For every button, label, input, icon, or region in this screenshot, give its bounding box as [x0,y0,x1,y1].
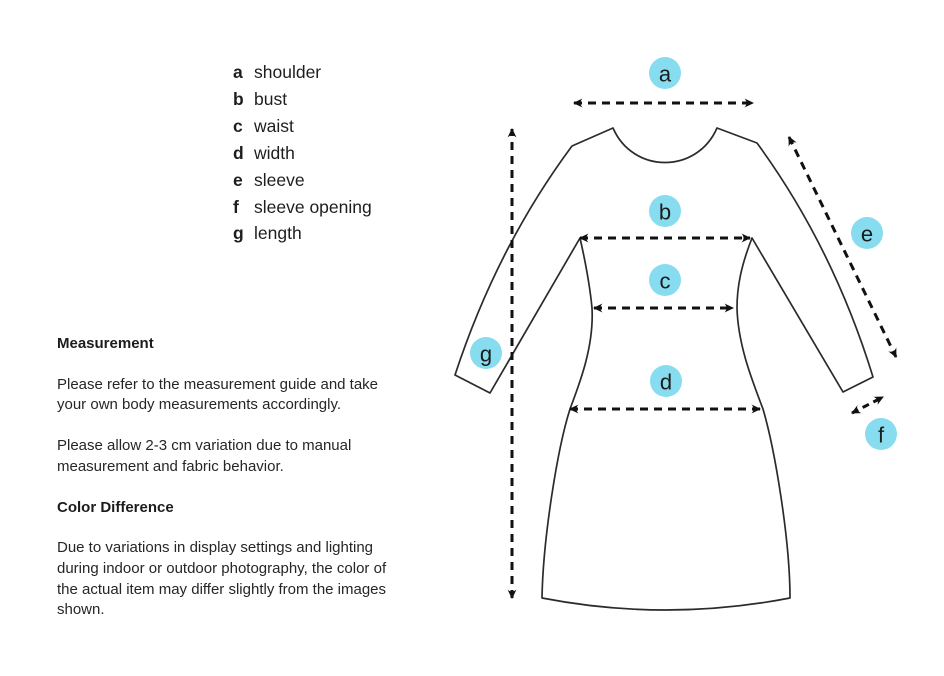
marker-letter: e [861,222,873,247]
marker-circle [649,57,681,89]
marker-circle [470,337,502,369]
dress-diagram: a b c d e f g [454,57,898,611]
info-text-block: Measurement Please refer to the measurem… [57,334,401,641]
marker-circle [649,195,681,227]
arrow-sleeve-e [787,136,898,358]
legend-item: a shoulder [233,59,372,86]
legend-label: width [254,142,295,163]
marker-badge-c: c [649,264,681,296]
marker-badge-a: a [649,57,681,89]
marker-circle [865,418,897,450]
legend-key: g [233,223,244,244]
marker-circle [650,365,682,397]
arrow-sleeve-opening-f [851,395,884,415]
legend-key: e [233,169,243,190]
marker-badge-b: b [649,195,681,227]
legend-label: bust [254,88,288,109]
legend-label: length [254,223,302,244]
marker-letter: g [480,342,492,367]
legend-key: a [233,62,243,82]
legend-item: f sleeve opening [233,194,372,221]
legend-key: c [233,115,243,136]
legend-label: shoulder [254,62,322,82]
marker-letter: a [659,62,672,87]
marker-letter: b [659,200,671,225]
color-difference-heading: Color Difference [57,498,174,516]
marker-badge-g: g [470,337,502,369]
marker-letter: f [878,423,885,448]
measurement-paragraph-1: Please refer to the measurement guide an… [57,375,379,414]
legend-key: d [233,142,244,163]
marker-badge-e: e [851,217,883,249]
legend-label: waist [254,115,294,136]
measurement-paragraph-2: Please allow 2-3 cm variation due to man… [57,437,352,475]
marker-badge-f: f [865,418,897,450]
legend-key: b [233,88,244,109]
marker-letter: c [660,269,671,294]
marker-circle [649,264,681,296]
measurement-heading: Measurement [57,335,154,352]
marker-badge-d: d [650,365,682,397]
legend-label: sleeve opening [254,196,372,217]
marker-circle [851,217,883,249]
color-difference-paragraph-1: Due to variations in display settings an… [57,539,387,619]
legend-key: f [233,196,239,217]
marker-letter: d [660,370,672,395]
legend-label: sleeve [254,169,305,190]
